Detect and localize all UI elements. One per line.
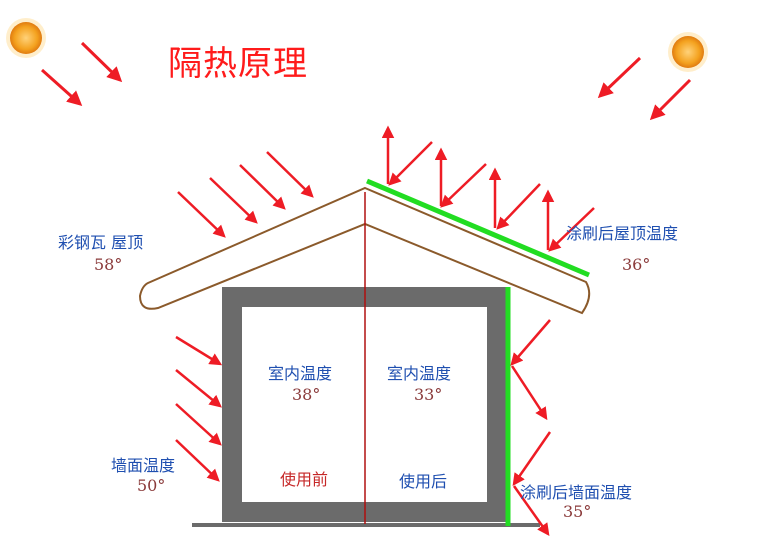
heat-arrow bbox=[239, 164, 286, 210]
sun-ray-arrow bbox=[649, 78, 692, 121]
sun-ray-arrow bbox=[40, 68, 83, 107]
sun-ray-arrow bbox=[597, 56, 642, 99]
sun-left-icon bbox=[6, 18, 46, 58]
wall-left-temp: 50° bbox=[137, 476, 166, 495]
heat-arrow bbox=[175, 335, 223, 366]
sun-ray-arrow bbox=[80, 41, 123, 83]
indoor-right-label: 室内温度 bbox=[387, 364, 452, 383]
heat-arrow bbox=[440, 163, 487, 208]
heat-arrow bbox=[266, 151, 314, 198]
indoor-left-temp: 38° bbox=[292, 385, 321, 404]
heat-arrow bbox=[175, 439, 220, 482]
heat-arrow bbox=[548, 207, 595, 252]
roof-right-label: 涂刷后屋顶温度 bbox=[566, 224, 679, 243]
after-label: 使用后 bbox=[399, 472, 448, 491]
reflect-arrow bbox=[510, 365, 548, 421]
roof-coating bbox=[366, 178, 590, 278]
roof-right-temp: 36° bbox=[622, 255, 651, 274]
sun-rays bbox=[40, 41, 692, 121]
sun-right-icon bbox=[668, 32, 708, 72]
heat-arrow bbox=[177, 191, 226, 238]
wall-left-label: 墙面温度 bbox=[111, 456, 176, 475]
roof-left-temp: 58° bbox=[94, 255, 123, 274]
heat-arrow bbox=[512, 431, 552, 487]
heat-arrow bbox=[388, 141, 433, 186]
heat-arrow bbox=[209, 177, 258, 224]
wall-right-temp: 35° bbox=[563, 502, 592, 521]
wall-right-label: 涂刷后墙面温度 bbox=[520, 483, 633, 502]
heat-arrow bbox=[496, 183, 541, 230]
house-wall bbox=[192, 287, 540, 527]
before-label: 使用前 bbox=[280, 470, 329, 489]
heat-arrow bbox=[510, 319, 551, 366]
reflect-arrow bbox=[512, 485, 550, 537]
heat-arrow bbox=[175, 403, 222, 446]
heat-arrow bbox=[175, 369, 222, 408]
diagram-title: 隔热原理 bbox=[168, 44, 308, 84]
indoor-left-label: 室内温度 bbox=[268, 364, 333, 383]
roof-left-label: 彩钢瓦 屋顶 bbox=[58, 233, 144, 252]
indoor-right-temp: 33° bbox=[414, 385, 443, 404]
